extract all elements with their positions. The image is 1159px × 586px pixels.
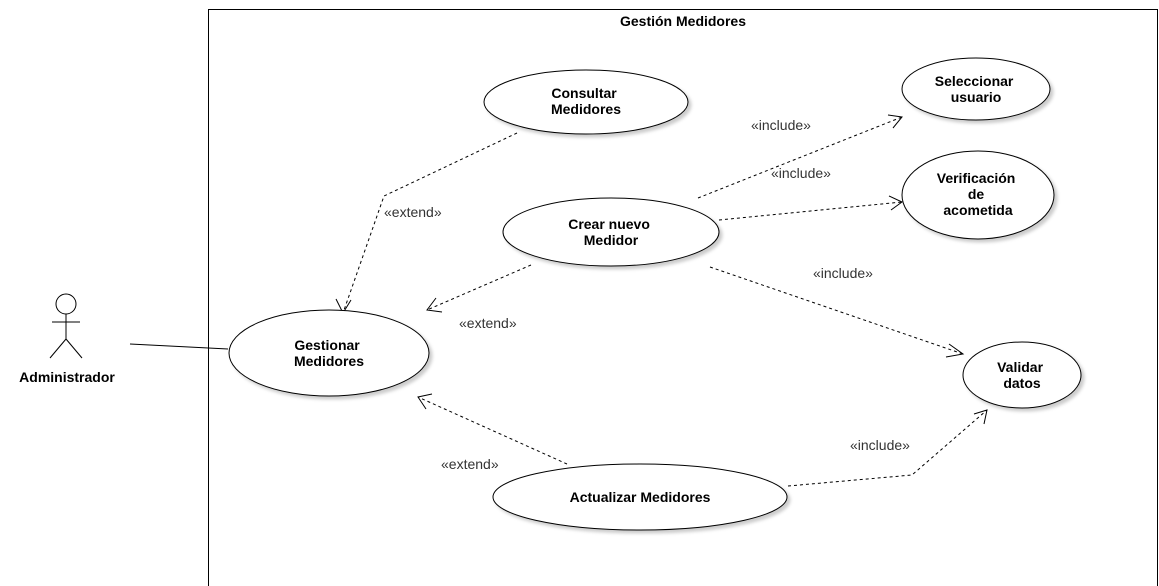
actor-leg-right	[65, 338, 83, 359]
actor-head	[55, 293, 77, 315]
include-seleccionar-arrow	[697, 114, 903, 199]
use-case-validar-datos[interactable]: Validar datos	[962, 341, 1082, 409]
system-title: Gestión Medidores	[620, 13, 746, 29]
use-case-actualizar-medidores[interactable]: Actualizar Medidores	[492, 463, 788, 531]
use-case-label: Actualizar Medidores	[570, 489, 711, 505]
use-case-gestionar-medidores[interactable]: Gestionar Medidores	[228, 309, 430, 397]
use-case-verificacion-acometida[interactable]: Verificación de acometida	[901, 150, 1055, 240]
extend-actualizar-label: «extend»	[441, 456, 499, 472]
include-verificacion-label: «include»	[771, 165, 831, 181]
use-case-label: Verificación de acometida	[937, 170, 1019, 218]
use-case-seleccionar-usuario[interactable]: Seleccionar usuario	[901, 57, 1051, 121]
include-verificacion-arrow	[718, 195, 903, 221]
actor-administrador[interactable]: Administrador	[19, 293, 115, 385]
extend-actualizar-arrow	[417, 393, 568, 465]
include-validar-crear-arrow	[709, 266, 965, 358]
use-case-crear-nuevo-medidor[interactable]: Crear nuevo Medidor	[502, 197, 720, 267]
use-case-label: Consultar Medidores	[551, 85, 621, 117]
association-line	[129, 343, 229, 350]
include-validar-actualizar-arrow	[787, 409, 988, 487]
include-validar-crear-label: «include»	[813, 265, 873, 281]
extend-consultar-label: «extend»	[384, 204, 442, 220]
use-case-label: Seleccionar usuario	[935, 73, 1018, 105]
use-case-label: Validar datos	[997, 359, 1047, 391]
include-validar-actualizar-label: «include»	[850, 437, 910, 453]
actor-leg-left	[49, 338, 67, 359]
use-case-consultar-medidores[interactable]: Consultar Medidores	[483, 69, 689, 135]
extend-crear-label: «extend»	[459, 315, 517, 331]
use-case-label: Gestionar Medidores	[294, 337, 364, 369]
include-seleccionar-label: «include»	[751, 117, 811, 133]
extend-crear-arrow	[426, 264, 532, 313]
use-case-label: Crear nuevo Medidor	[568, 216, 654, 248]
actor-name: Administrador	[19, 369, 115, 385]
